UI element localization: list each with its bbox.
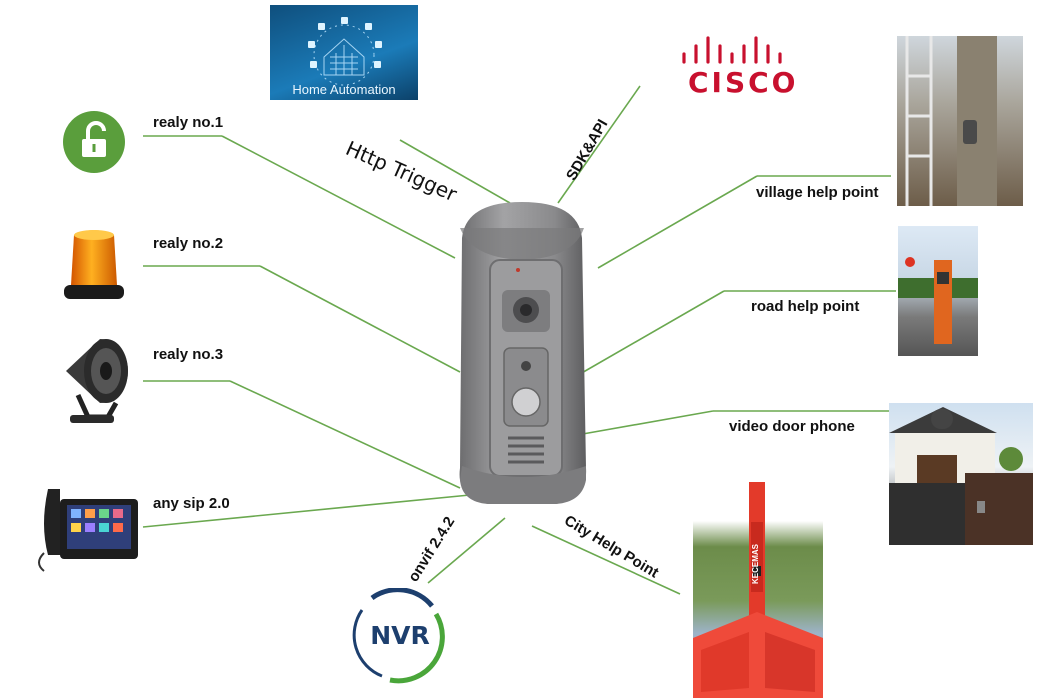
unlock-icon	[63, 111, 125, 173]
village-help-point-image	[897, 36, 1023, 206]
line-relay-3-diag	[229, 380, 461, 489]
warning-beacon-icon	[59, 225, 129, 305]
nvr-logo: NVR	[350, 587, 450, 684]
line-village	[597, 175, 758, 269]
relay-3-label: realy no.3	[153, 346, 224, 363]
line-sip	[142, 493, 481, 528]
kiosk-text: KECEMAS	[751, 544, 760, 585]
relay-2-label: realy no.2	[153, 235, 224, 252]
village-help-point-label: village help point	[756, 184, 879, 201]
video-door-phone-image	[889, 403, 1033, 545]
line-sdk	[557, 85, 641, 204]
relay-1-label: realy no.1	[153, 114, 224, 131]
home-automation-label: Home Automation	[292, 82, 396, 97]
home-automation-icon	[308, 17, 382, 86]
video-door-phone-label: video door phone	[729, 418, 855, 435]
line-road	[572, 290, 725, 379]
line-relay-1-diag	[221, 135, 456, 259]
line-relay-2-diag	[259, 265, 461, 373]
city-help-point-image: KECEMAS	[693, 482, 823, 698]
line-onvif	[427, 517, 506, 584]
cisco-label: CISCO	[688, 66, 799, 99]
line-home-automation	[399, 139, 511, 204]
line-city	[531, 525, 681, 595]
nvr-label: NVR	[370, 621, 430, 650]
home-automation-image: Home Automation	[270, 5, 418, 100]
any-sip-label: any sip 2.0	[153, 495, 230, 512]
line-video-door	[576, 410, 714, 436]
cisco-logo: CISCO	[678, 34, 798, 100]
door-phone-device	[452, 198, 592, 518]
road-help-point-label: road help point	[751, 298, 860, 315]
ip-phone-icon	[30, 485, 140, 575]
siren-horn-icon	[60, 333, 135, 428]
cisco-bridge-icon	[682, 36, 782, 64]
road-help-point-image	[898, 226, 978, 356]
